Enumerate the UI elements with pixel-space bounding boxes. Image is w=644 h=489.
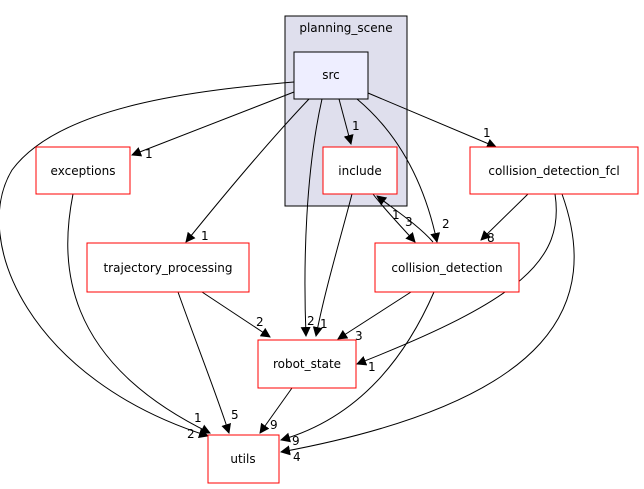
edge-include-robot-state [312, 193, 353, 337]
node-label: src [322, 68, 340, 82]
edge-label: 1 [194, 411, 202, 425]
edge-label: 2 [442, 217, 450, 231]
node-label: collision_detection_fcl [488, 164, 619, 178]
node-utils[interactable]: utils [207, 434, 280, 484]
edge-collision-detection-robot-state [337, 291, 412, 340]
edge-labels: 1 1 1 1 2 2 2 3 1 1 3 9 8 1 4 1 2 5 9 [145, 119, 495, 464]
edge-src-robot-state [300, 98, 323, 337]
cluster-label: planning_scene [299, 21, 392, 35]
edge-label: 1 [368, 360, 376, 374]
edge-label: 8 [487, 231, 495, 245]
edge-label: 1 [320, 317, 328, 331]
edge-label: 2 [256, 315, 264, 329]
edge-label: 1 [145, 147, 153, 161]
node-label: trajectory_processing [103, 261, 232, 275]
edge-label: 9 [270, 418, 278, 432]
edge-exceptions-utils [67, 193, 211, 434]
edge-collision-detection-include [376, 195, 434, 243]
edge-src-include [338, 98, 354, 145]
edge-src-trajectory-processing [185, 98, 310, 243]
node-label: collision_detection [391, 261, 502, 275]
edge-label: 1 [201, 229, 209, 243]
node-collision-detection[interactable]: collision_detection [374, 242, 520, 293]
edge-label: 1 [483, 126, 491, 140]
node-robot-state[interactable]: robot_state [257, 339, 357, 389]
node-trajectory-processing[interactable]: trajectory_processing [86, 242, 250, 293]
edge-label: 1 [392, 208, 400, 222]
edge-label: 5 [231, 408, 239, 422]
node-label: exceptions [51, 164, 116, 178]
edge-label: 3 [355, 329, 363, 343]
edge-trajectory-processing-robot-state [201, 291, 271, 338]
edge-robot-state-utils [259, 387, 293, 434]
edge-fcl-robot-state [356, 193, 557, 366]
edge-label: 3 [405, 215, 413, 229]
edge-label: 1 [352, 119, 360, 133]
edge-trajectory-processing-utils [177, 291, 231, 434]
node-src[interactable]: src [293, 51, 369, 100]
node-include[interactable]: include [322, 146, 398, 195]
edge-fcl-collision-detection [480, 193, 529, 241]
edge-label: 2 [187, 427, 195, 441]
node-label: include [338, 164, 381, 178]
edge-src-utils [0, 81, 295, 439]
node-label: robot_state [273, 357, 341, 371]
node-label: utils [230, 452, 255, 466]
node-collision-detection-fcl[interactable]: collision_detection_fcl [469, 146, 639, 195]
edge-label: 2 [307, 314, 315, 328]
node-exceptions[interactable]: exceptions [35, 146, 131, 195]
edge-src-exceptions [131, 91, 295, 157]
edge-include-collision-detection [372, 193, 416, 243]
edge-label: 4 [293, 450, 301, 464]
edge-src-collision-detection-fcl [367, 92, 497, 149]
edge-fcl-utils [280, 193, 575, 456]
edge-collision-detection-utils [280, 291, 435, 443]
edges [0, 81, 575, 456]
edge-label: 9 [292, 434, 300, 448]
edge-src-collision-detection [356, 98, 441, 243]
